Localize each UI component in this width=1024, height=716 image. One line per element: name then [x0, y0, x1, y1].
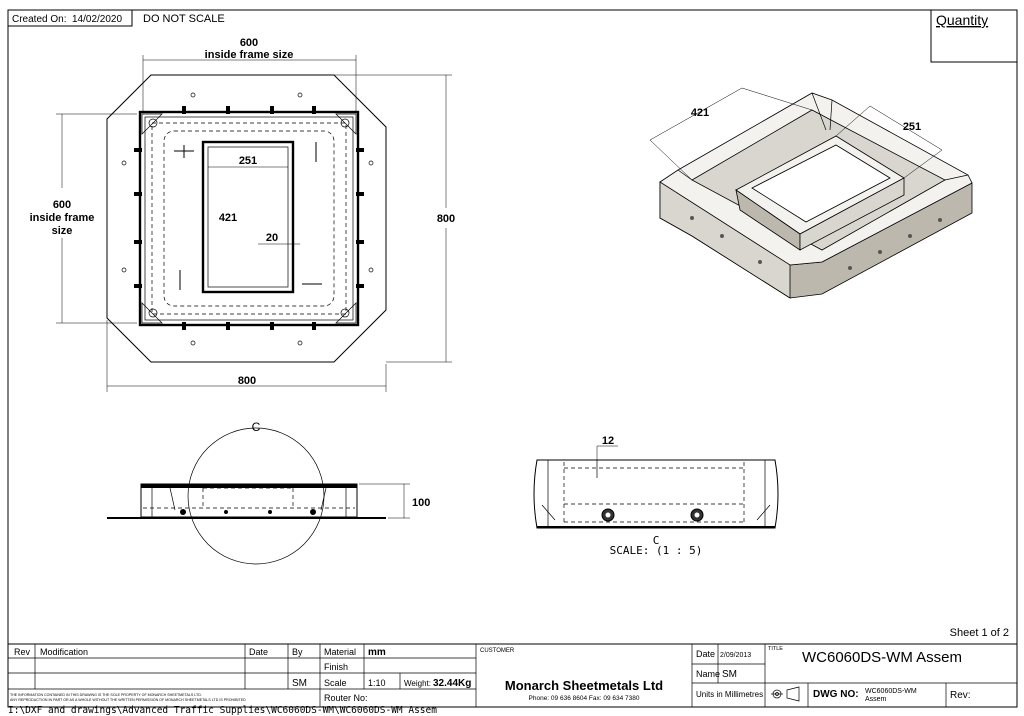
rev-label: Rev:: [950, 690, 971, 701]
inner-height-dim: 421: [219, 212, 237, 224]
disclaimer-line2: ANY REPRODUCTION IN PART OR AS A WHOLE W…: [10, 698, 246, 702]
inner-width-dim: 251: [239, 155, 257, 167]
iso-view: 421 251: [649, 87, 973, 299]
detail-scale: SCALE: (1 : 5): [610, 544, 703, 557]
company-phone: Phone: 09 636 8604 Fax: 09 634 7380: [529, 695, 640, 702]
side-height-dim: 100: [412, 497, 430, 509]
disclaimer-line1: THE INFORMATION CONTAINED IN THIS DRAWIN…: [10, 693, 202, 697]
material-value: mm: [368, 647, 386, 658]
side-view: C 100: [107, 420, 430, 565]
by-value: SM: [292, 678, 307, 689]
dwg-line1: WC6060DS-WM: [865, 688, 917, 695]
date-value: 2/09/2013: [720, 652, 751, 659]
weight-value: 32.44Kg: [433, 678, 471, 689]
top-dim-label: inside frame size: [205, 49, 294, 61]
date-header: Date: [249, 647, 268, 657]
created-box: [7, 9, 133, 27]
sheet-border: [7, 9, 1018, 708]
router-label: Router No:: [324, 693, 368, 703]
left-dim-line2: size: [52, 225, 73, 237]
bottom-dim: 800: [238, 375, 256, 387]
dwg-line2: Assem: [865, 696, 887, 703]
plan-inner-opening: [201, 140, 295, 294]
modification-header: Modification: [40, 647, 88, 657]
created-date: 14/02/2020: [72, 14, 122, 25]
do-not-scale: DO NOT SCALE: [143, 13, 225, 25]
weight-label: Weight:: [404, 679, 431, 688]
detail-label-c: C: [653, 534, 660, 547]
inner-offset-dim: 20: [266, 232, 278, 244]
sheet-number: Sheet 1 of 2: [950, 627, 1009, 639]
name-label: Name: [696, 669, 720, 679]
detail-outline: [533, 459, 779, 529]
company-name: Monarch Sheetmetals Ltd: [505, 678, 663, 693]
detail-circle: [187, 427, 325, 565]
left-dim-value: 600: [53, 199, 71, 211]
iso-dim-421: 421: [691, 107, 709, 119]
right-dim: 800: [437, 213, 455, 225]
name-value: SM: [722, 669, 737, 680]
date-label: Date: [696, 649, 715, 659]
detail-dim-12: 12: [602, 435, 614, 447]
scale-value: 1:10: [368, 678, 386, 688]
by-header: By: [292, 647, 303, 657]
quantity-box: [930, 9, 1018, 63]
created-label: Created On:: [12, 14, 66, 25]
plan-frame: [138, 110, 360, 327]
section-mark-c: C: [252, 420, 261, 434]
scale-label: Scale: [324, 678, 347, 688]
detail-view: 12 C SCALE: (1 : 5): [533, 435, 779, 557]
iso-dim-251: 251: [903, 121, 921, 133]
title-label: TITLE: [768, 646, 783, 652]
rev-header: Rev: [14, 647, 31, 657]
customer-label: CUSTOMER: [480, 648, 515, 654]
units-label: Units in Millimetres: [696, 690, 763, 699]
plan-view: 600 inside frame size 600 inside frame s…: [30, 37, 455, 392]
dwg-label: DWG NO:: [813, 689, 859, 700]
file-path: I:\DXF and drawings\Advanced Traffic Sup…: [8, 705, 437, 716]
top-dim-value: 600: [240, 37, 258, 49]
material-label: Material: [324, 647, 356, 657]
title-block: Rev Modification Date By SM THE INFORMAT…: [7, 643, 1018, 708]
finish-label: Finish: [324, 662, 348, 672]
projection-symbol-icon: [771, 686, 800, 702]
left-dim-line1: inside frame: [30, 212, 95, 224]
plan-outer-octagon: [106, 74, 387, 363]
drawing-title: WC6060DS-WM Assem: [802, 649, 962, 666]
quantity-label: Quantity: [936, 12, 988, 28]
